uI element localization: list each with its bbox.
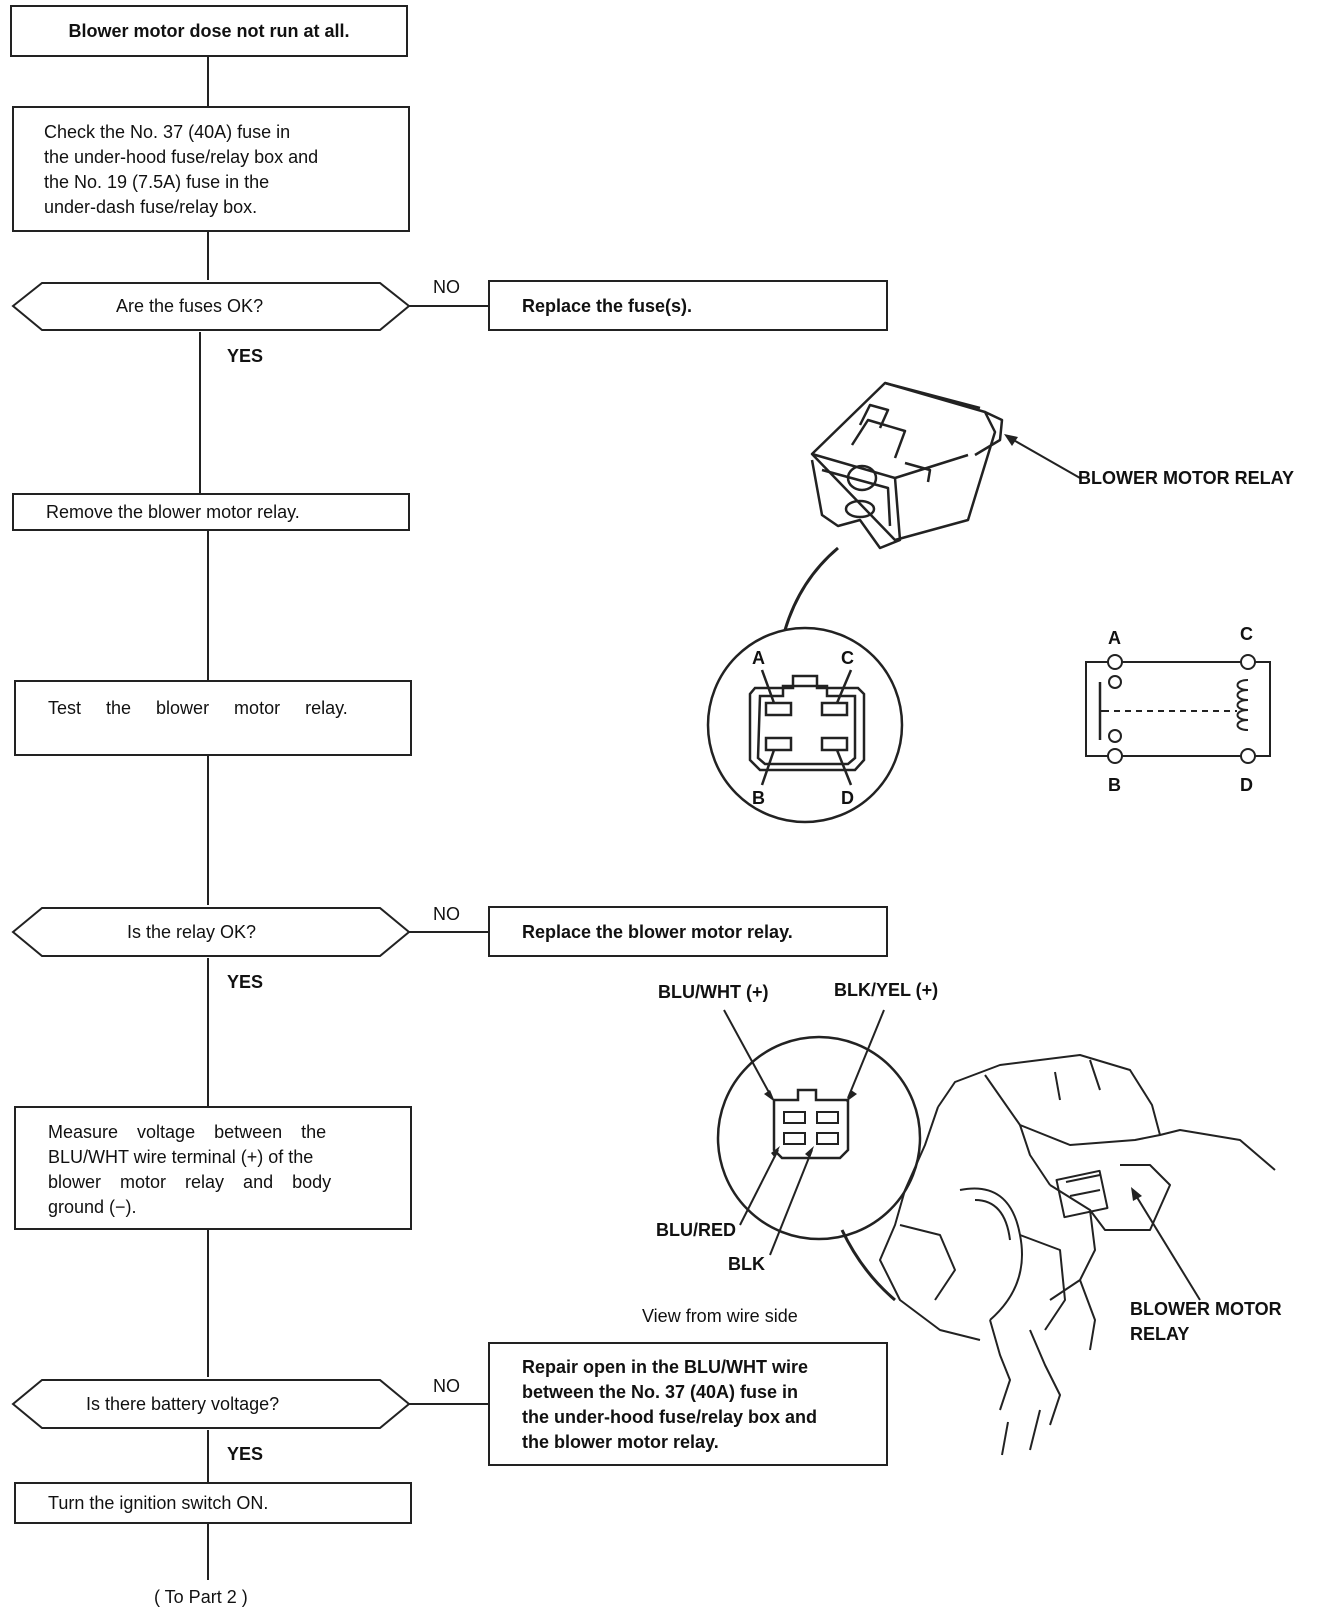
measure-line-4: ground (−). [48, 1197, 137, 1217]
test-relay-text: Test the blower motor relay. [48, 698, 348, 718]
repair-box: Repair open in the BLU/WHT wire between … [488, 1342, 888, 1466]
check-fuses-line-1: Check the No. 37 (40A) fuse in [44, 122, 291, 142]
to-part-2: ( To Part 2 ) [154, 1587, 248, 1607]
blu-red-label: BLU/RED [656, 1220, 736, 1240]
installed-relay-label-2: RELAY [1130, 1324, 1190, 1344]
yes-label-3: YES [227, 1444, 264, 1464]
detail-terminal-b: B [752, 788, 765, 808]
repair-line-3: the under-hood fuse/relay box and [522, 1407, 818, 1427]
blk-yel-label: BLK/YEL (+) [834, 980, 939, 1000]
relay-label: BLOWER MOTOR RELAY [1078, 468, 1295, 488]
detail-terminal-c: C [841, 648, 854, 668]
measure-line-1: Measure voltage between the [48, 1122, 327, 1142]
blu-wht-label: BLU/WHT (+) [658, 982, 769, 1002]
installed-relay-label-1: BLOWER MOTOR [1130, 1299, 1282, 1319]
relay-illustration [783, 381, 1004, 631]
no-label-2: NO [433, 904, 460, 924]
yes-label-2: YES [227, 972, 264, 992]
test-relay-box: Test the blower motor relay. [14, 680, 412, 756]
check-fuses-line-4: under-dash fuse/relay box. [44, 197, 258, 217]
view-caption: View from wire side [642, 1306, 798, 1326]
installed-relay-sketch [840, 1054, 1276, 1456]
relay-terminal-detail [706, 626, 904, 824]
remove-relay-box: Remove the blower motor relay. [12, 493, 410, 531]
detail-terminal-d: D [841, 788, 854, 808]
repair-line-2: between the No. 37 (40A) fuse in [522, 1382, 799, 1402]
remove-relay-text: Remove the blower motor relay. [46, 502, 300, 522]
detail-terminal-a: A [752, 648, 765, 668]
schematic-terminal-a: A [1108, 628, 1121, 648]
replace-fuses-box: Replace the fuse(s). [488, 280, 888, 331]
ignition-text: Turn the ignition switch ON. [48, 1493, 269, 1513]
no-label-1: NO [433, 277, 460, 297]
decision-fuses-text: Are the fuses OK? [116, 296, 264, 316]
ignition-box: Turn the ignition switch ON. [14, 1482, 412, 1524]
repair-line-4: the blower motor relay. [522, 1432, 719, 1452]
start-box: Blower motor dose not run at all. [10, 5, 408, 57]
replace-relay-text: Replace the blower motor relay. [522, 922, 793, 942]
schematic-terminal-c: C [1240, 624, 1253, 644]
repair-line-1: Repair open in the BLU/WHT wire [522, 1357, 809, 1377]
blk-label: BLK [728, 1254, 765, 1274]
no-label-3: NO [433, 1376, 460, 1396]
measure-line-2: BLU/WHT wire terminal (+) of the [48, 1147, 314, 1167]
yes-label-1: YES [227, 346, 264, 366]
start-text: Blower motor dose not run at all. [68, 21, 350, 41]
replace-relay-box: Replace the blower motor relay. [488, 906, 888, 957]
relay-schematic [1085, 654, 1271, 764]
schematic-terminal-d: D [1240, 775, 1253, 795]
connector-view-circle [716, 1009, 922, 1256]
check-fuses-line-3: the No. 19 (7.5A) fuse in the [44, 172, 270, 192]
decision-relay-text: Is the relay OK? [127, 922, 257, 942]
replace-fuses-text: Replace the fuse(s). [522, 296, 693, 316]
check-fuses-box: Check the No. 37 (40A) fuse in the under… [12, 106, 410, 232]
check-fuses-line-2: the under-hood fuse/relay box and [44, 147, 319, 167]
measure-line-3: blower motor relay and body [48, 1172, 332, 1192]
measure-voltage-box: Measure voltage between the BLU/WHT wire… [14, 1106, 412, 1230]
schematic-terminal-b: B [1108, 775, 1121, 795]
decision-voltage-text: Is there battery voltage? [86, 1394, 280, 1414]
